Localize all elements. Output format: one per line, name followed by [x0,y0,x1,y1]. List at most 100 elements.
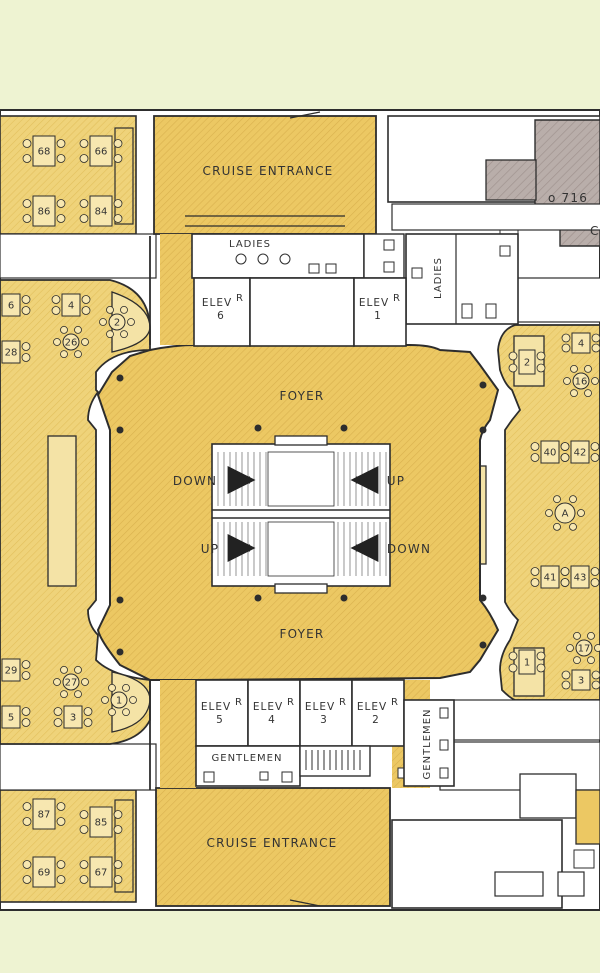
label-up-right: UP [387,474,405,488]
label-gentlemen-bottom: GENTLEMEN [212,753,283,764]
table-t67: 67 [79,856,123,888]
label-ladies-right: LADIES [433,257,444,299]
ladies-restroom-top [191,233,405,279]
elevator-label-e1: ELEV [359,297,389,309]
table-t85: 85 [79,806,123,838]
table-t1l: 1 [101,683,137,717]
elevator-number-e1: 1 [374,310,382,322]
table-number-t2l: 2 [114,318,120,329]
table-t43: 43 [560,565,600,589]
label-up-left: UP [201,542,219,556]
table-number-t69: 69 [38,868,51,879]
table-number-t87: 87 [38,810,51,821]
table-t17: 17 [566,631,600,665]
elevator-superscript-e3: R [339,697,346,708]
elevator-bank-top [193,277,407,347]
elevator-label-e3: ELEV [305,701,335,713]
table-number-t17: 17 [578,644,591,655]
gentlemen-restroom-bottom [195,745,409,787]
table-number-t2r: 2 [524,358,530,369]
table-t1r: 1 [508,649,546,675]
table-number-t42: 42 [574,448,587,459]
ladies-restroom-right [405,233,519,325]
table-t27: 27 [53,665,89,699]
table-t16: 16 [563,364,599,398]
label-ladies-top: LADIES [229,239,271,250]
table-t6: 6 [0,293,31,317]
table-t2r: 2 [508,349,546,375]
escalators [211,435,391,594]
table-t4l: 4 [51,293,91,317]
table-number-t86: 86 [38,207,51,218]
table-number-t29: 29 [5,666,18,677]
table-number-t3l: 3 [70,713,76,724]
table-number-t66: 66 [95,147,108,158]
elevator-number-e6: 6 [217,310,225,322]
table-t26: 26 [53,325,89,359]
table-number-t3r: 3 [578,676,584,687]
elevator-label-e5: ELEV [201,701,231,713]
service-area-bottom-right [391,699,600,909]
label-foyer-top: FOYER [280,389,325,403]
table-t29: 29 [0,658,31,682]
table-t87: 87 [22,798,66,830]
table-number-t41: 41 [544,573,557,584]
table-number-t16: 16 [575,377,588,388]
table-number-tA: A [562,509,569,520]
table-number-t6: 6 [8,301,14,312]
table-number-t5: 5 [8,713,14,724]
table-number-t1l: 1 [116,696,122,707]
table-number-t26: 26 [65,338,78,349]
elevator-number-e4: 4 [268,714,276,726]
table-number-t85: 85 [95,818,108,829]
label-cruise-entrance-top: CRUISE ENTRANCE [203,164,334,178]
elevator-superscript-e6: R [236,293,243,304]
table-number-t27: 27 [65,678,78,689]
dining-room-top-left [0,115,137,235]
label-cabin-c: C [590,224,600,238]
table-t5: 5 [0,705,31,729]
table-t69: 69 [22,856,66,888]
table-t86: 86 [22,195,66,227]
table-number-t43: 43 [574,573,587,584]
elevator-label-e4: ELEV [253,701,283,713]
cruise-entrance-bottom [155,787,391,907]
elevator-superscript-e2: R [391,697,398,708]
table-t3l: 3 [53,705,93,729]
table-number-t40: 40 [544,448,557,459]
label-down-right: DOWN [387,542,431,556]
table-t2l: 2 [99,305,135,339]
cruise-entrance-top [153,115,377,235]
label-cruise-entrance-bottom: CRUISE ENTRANCE [207,836,338,850]
label-down-left: DOWN [173,474,217,488]
table-number-t4r: 4 [578,339,584,350]
dining-room-bottom-left [0,789,137,903]
table-t42: 42 [560,440,600,464]
elevator-number-e5: 5 [216,714,224,726]
table-number-t1r: 1 [524,658,530,669]
table-number-t68: 68 [38,147,51,158]
table-t66: 66 [79,135,123,167]
elevator-superscript-e1: R [393,293,400,304]
elevator-bank-bottom [195,679,405,747]
table-number-t28: 28 [5,348,18,359]
elevator-label-e6: ELEV [202,297,232,309]
elevator-superscript-e5: R [235,697,242,708]
table-t3r: 3 [561,669,600,691]
table-number-t67: 67 [95,868,108,879]
elevator-label-e2: ELEV [357,701,387,713]
table-t68: 68 [22,135,66,167]
label-cabin-716: o 716 [548,191,588,205]
elevator-number-e2: 2 [372,714,380,726]
elevator-superscript-e4: R [287,697,294,708]
table-t28: 28 [0,340,31,364]
table-number-t4l: 4 [68,301,74,312]
elevator-number-e3: 3 [320,714,328,726]
gentlemen-restroom-right [403,699,455,787]
table-tA: A [545,495,585,531]
table-number-t84: 84 [95,207,108,218]
